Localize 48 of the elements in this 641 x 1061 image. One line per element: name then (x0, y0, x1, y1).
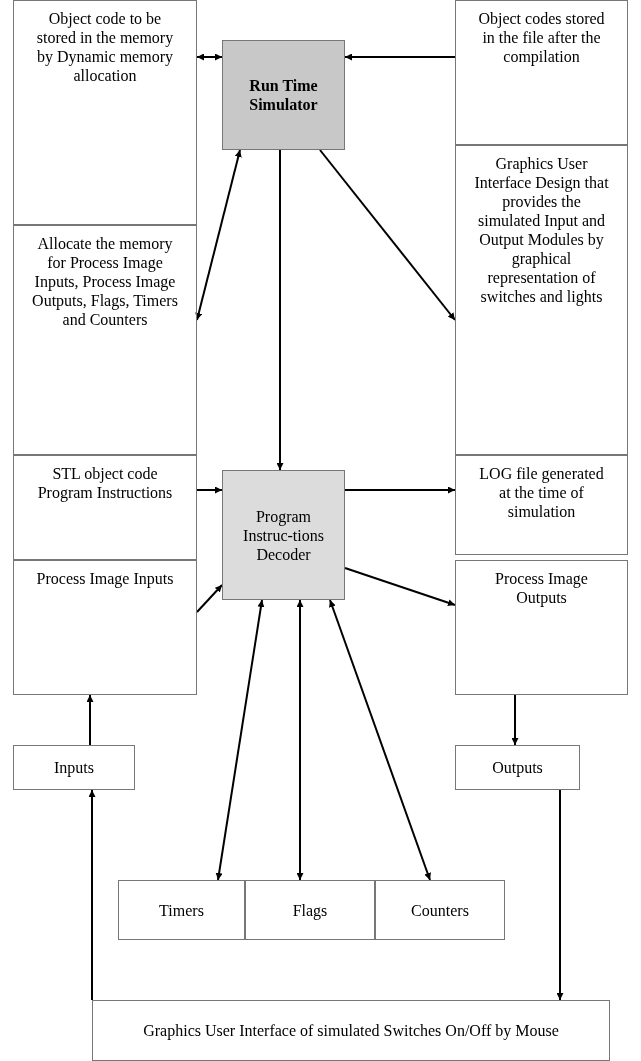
arrow (276, 149, 284, 471)
process-box (455, 145, 628, 455)
process-box (455, 455, 628, 555)
process-box (13, 560, 197, 695)
double-arrow (296, 599, 304, 881)
process-box (222, 470, 345, 600)
box-label: Inputs (54, 758, 94, 777)
double-arrow (196, 53, 223, 61)
box-label: Run Time Simulator (248, 76, 319, 114)
box-label: Program Instruc-tions Decoder (242, 506, 325, 564)
double-arrow (215, 599, 265, 881)
box-label: STL object code Program Instructions (36, 464, 174, 502)
arrow (556, 789, 564, 1001)
box-label: LOG file generated at the time of simulation (478, 464, 605, 521)
box-label: Timers (159, 900, 204, 920)
arrow (86, 694, 94, 746)
arrow (344, 567, 456, 607)
process-box (455, 0, 628, 145)
box-label: Counters (411, 900, 469, 920)
double-arrow (329, 599, 431, 881)
arrow (88, 789, 96, 1001)
process-box (13, 455, 197, 560)
box-label: Allocate the memory for Process Image Inputs, Process Image Outputs, Flags, Timers and Counters (31, 234, 179, 329)
box-label: Object code to be stored in the memory by Dynamic memory allocation (35, 9, 175, 85)
box-label: Flags (292, 900, 328, 920)
process-box (118, 880, 245, 940)
box-label: Graphics User Interface Design that provides the simulated Input and Output Modules by graphical representation of switches and lights (473, 154, 610, 306)
double-arrow (195, 149, 242, 321)
box-label: Process Image Outputs (494, 569, 589, 607)
process-box (13, 0, 197, 225)
process-box (13, 745, 135, 790)
arrow (196, 486, 223, 494)
process-box (92, 1000, 610, 1061)
arrow (319, 149, 456, 321)
box-label: Outputs (492, 758, 543, 777)
arrow (344, 486, 456, 494)
arrow (344, 53, 456, 61)
process-box (245, 880, 375, 940)
process-box (455, 745, 580, 790)
box-label: Object codes stored in the file after the compilation (477, 9, 606, 66)
box-label: Process Image Inputs (36, 569, 174, 588)
process-box (13, 225, 197, 455)
process-box (222, 40, 345, 150)
arrow (511, 694, 519, 746)
box-label: Graphics User Interface of simulated Switches On/Off by Mouse (143, 1021, 559, 1040)
process-box (455, 560, 628, 695)
process-box (375, 880, 505, 940)
arrow (196, 584, 223, 613)
